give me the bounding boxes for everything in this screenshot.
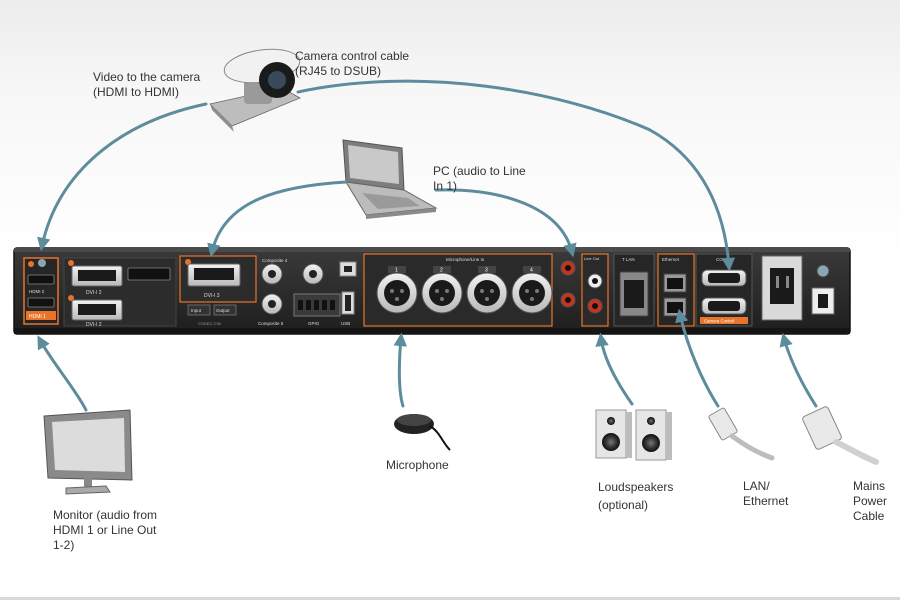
microphone-arrow [393, 332, 407, 408]
dvi-out-1-label: DVI-I 2 [86, 322, 102, 328]
composite-label: Composite 4 [262, 258, 288, 263]
bnc-connectors: Composite 4 Composite 5 [258, 258, 324, 326]
camera-control-label: Camera control cable (RJ45 to DSUB) [295, 49, 409, 79]
output-icon [68, 260, 74, 266]
camera-control-label: Camera Control [704, 319, 734, 324]
hdmi-out-1-label: HDMI 1 [29, 314, 46, 320]
label-line: Microphone [386, 458, 449, 472]
xlr-4-label: 4 [530, 268, 533, 274]
label-line: Mains [853, 479, 886, 493]
screw-icon [38, 259, 46, 267]
input-icon [185, 259, 191, 265]
microphone-label: Microphone [386, 458, 449, 473]
usb-label: USB [341, 321, 350, 326]
hdmi-out-1-port[interactable] [27, 297, 55, 308]
com-label: COM [716, 257, 727, 262]
hdmi-out-2-port[interactable] [27, 274, 55, 285]
label-line: Cable [853, 509, 885, 523]
label-line: In 1) [433, 179, 458, 193]
lan-label: LAN/ Ethernet [743, 479, 788, 509]
mains-arrow [779, 332, 818, 408]
codec-model-label: CODEC C90 [198, 321, 222, 326]
monitor-arrow [37, 335, 88, 412]
power-group [761, 255, 835, 321]
codec-rear-panel: HDMI 2 HDMI 1 DVI-I 2 DVI-I 2 DVI-I 3 [13, 247, 851, 335]
monitor-label: Monitor (audio from HDMI 1 or Line Out 1… [53, 508, 157, 553]
dvi-in-3-label: DVI-I 3 [204, 293, 220, 299]
label-line: HDMI 1 or Line Out [53, 523, 157, 537]
microphone-icon [394, 414, 451, 451]
output-label: Output [216, 308, 230, 313]
label-line: (RJ45 to DSUB) [295, 64, 382, 78]
pc-audio-arrow [434, 188, 577, 258]
label-line: LAN/ [743, 479, 770, 493]
lan-cable-icon [708, 407, 775, 461]
mic-header-label: Microphone/Line In [446, 257, 485, 262]
laptop-icon [342, 139, 438, 219]
mains-label: Mains Power Cable [853, 479, 887, 524]
camera-video-arrow [37, 102, 208, 252]
serial-group: COM Camera Control [695, 253, 753, 327]
line-out-label: Line Out [584, 256, 600, 261]
video-input-group: DVI-I 3 Input Output CODEC C90 [179, 255, 257, 326]
dvi-output-group: DVI-I 2 DVI-I 2 [63, 257, 177, 328]
network-group: T LAN Ethernet [613, 253, 695, 327]
input-label: Input [191, 308, 202, 313]
hdmi-out-2-label: HDMI 2 [29, 289, 45, 294]
gpio-label: GPIO [308, 321, 320, 326]
monitor-icon [43, 409, 133, 495]
video-camera-label: Video to the camera (HDMI to HDMI) [93, 70, 200, 100]
t-lan-label: T LAN [622, 257, 635, 262]
label-line: Video to the camera [93, 70, 201, 84]
ground-screw-icon [816, 264, 830, 278]
pc-label: PC (audio to Line In 1) [433, 164, 526, 194]
output-button[interactable] [213, 304, 237, 316]
camera-icon [209, 48, 301, 132]
composite-5-label: Composite 5 [258, 321, 284, 326]
lan-arrow [675, 308, 720, 408]
label-line: Ethernet [743, 494, 789, 508]
gpio-group: GPIO [293, 293, 341, 326]
loudspeakers-icon [595, 409, 672, 461]
loudspeakers-label: Loudspeakers (optional) [598, 478, 673, 514]
label-line: 1-2) [53, 538, 75, 552]
output-icon [68, 295, 74, 301]
xlr-2-label: 2 [440, 268, 443, 274]
loudspeakers-arrow [595, 332, 634, 406]
mains-cable-icon [802, 406, 879, 465]
label-line: Monitor (audio from [53, 508, 158, 522]
cable-arrows [37, 79, 818, 412]
xlr-3-label: 3 [485, 268, 488, 274]
label-line: Camera control cable [295, 49, 410, 63]
output-icon [28, 261, 34, 267]
xlr-1-label: 1 [395, 268, 398, 274]
bottom-divider [0, 597, 900, 600]
usb-group: USB [339, 261, 357, 326]
hdmi-output-group: HDMI 2 HDMI 1 [23, 257, 59, 325]
label-line: (HDMI to HDMI) [93, 85, 179, 99]
input-button[interactable] [187, 304, 211, 316]
pc-video-arrow [207, 180, 348, 258]
camera-control-arrow [296, 79, 736, 272]
rca-group: Line Out [560, 253, 609, 327]
ethernet-label: Ethernet [662, 257, 680, 262]
hdmi-port[interactable] [127, 267, 171, 281]
label-line: (optional) [598, 498, 649, 512]
label-line: Power [853, 494, 888, 508]
dvi-out-2-label: DVI-I 2 [86, 290, 102, 296]
label-line: PC (audio to Line [433, 164, 526, 178]
label-line: Loudspeakers [598, 480, 674, 494]
microphone-input-group: Microphone/Line In 1 2 3 [363, 253, 553, 327]
